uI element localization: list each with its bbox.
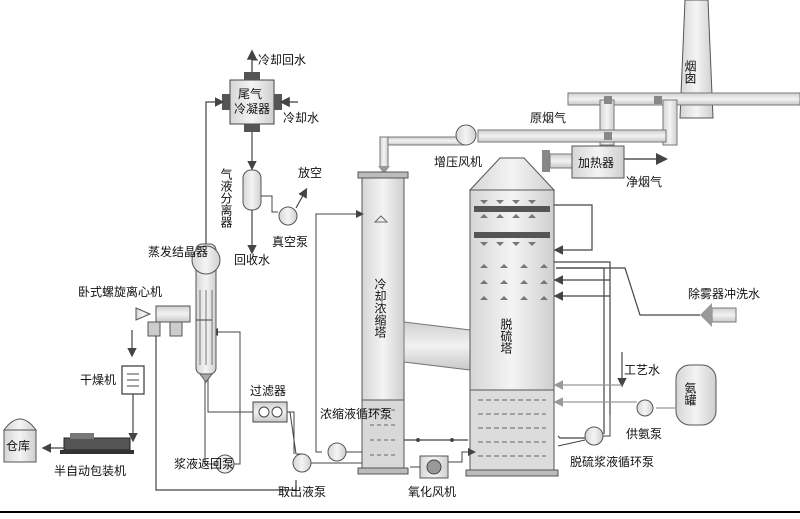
ammonia-tank bbox=[553, 364, 717, 426]
desulf-tower-label: 脱硫塔 bbox=[499, 317, 513, 355]
crystallizer-label: 蒸发结晶器 bbox=[148, 244, 208, 259]
heater bbox=[542, 145, 668, 179]
cooling-tower bbox=[357, 171, 409, 475]
desulf-tower bbox=[465, 157, 559, 477]
oxidation-fan bbox=[410, 448, 476, 479]
packer-label: 半自动包装机 bbox=[54, 464, 126, 478]
cooling-tower-label: 冷却浓缩塔 bbox=[373, 278, 387, 339]
extract-pump bbox=[289, 411, 362, 473]
concentrate-pump-label: 浓缩液循环泵 bbox=[320, 406, 392, 421]
cooling-water-label: 冷却水 bbox=[283, 111, 319, 125]
spray-nozzles bbox=[480, 200, 548, 300]
extract-pump-label: 取出液泵 bbox=[278, 484, 326, 499]
warehouse bbox=[3, 418, 37, 463]
evaporation-crystallizer bbox=[191, 243, 221, 383]
heater-label: 加热器 bbox=[578, 156, 614, 170]
process-water-label: 工艺水 bbox=[624, 363, 660, 377]
centrifuge-label: 卧式螺旋离心机 bbox=[78, 284, 162, 299]
demister-label: 除雾器冲洗水 bbox=[688, 286, 760, 301]
dryer-label: 干燥机 bbox=[80, 373, 116, 387]
tail-gas-condenser bbox=[205, 49, 298, 244]
dryer bbox=[121, 365, 145, 443]
process-water-line bbox=[553, 352, 627, 390]
chimney-label: 烟囱 bbox=[683, 60, 697, 84]
vacuum-pump-label: 真空泵 bbox=[272, 235, 308, 249]
gas-liquid-separator bbox=[242, 169, 278, 255]
warehouse-label: 仓库 bbox=[6, 438, 30, 453]
slurry-return-pump bbox=[204, 328, 241, 474]
ammonia-pump-label: 供氨泵 bbox=[626, 427, 662, 441]
extract-loop-pipe bbox=[155, 336, 297, 491]
desulf-pump-label: 脱硫浆液循环泵 bbox=[570, 454, 654, 469]
filter bbox=[204, 366, 295, 454]
return-pump-label: 浆液返回泵 bbox=[174, 456, 234, 471]
horizontal-centrifuge bbox=[127, 300, 212, 358]
oxidation-fan-label: 氧化风机 bbox=[408, 485, 456, 499]
condenser-label: 尾气冷凝器 bbox=[234, 86, 270, 116]
booster-fan-label: 增压风机 bbox=[434, 155, 482, 169]
chimney bbox=[679, 0, 714, 119]
desulf-recirc-pipes bbox=[553, 204, 611, 439]
raw-gas-label: 原烟气 bbox=[530, 110, 566, 125]
vacuum-pump bbox=[278, 187, 308, 226]
separator-label: 气液分离器 bbox=[219, 167, 233, 229]
clean-gas-label: 净烟气 bbox=[626, 174, 662, 189]
booster-fan bbox=[378, 124, 477, 174]
filter-label: 过滤器 bbox=[250, 384, 286, 398]
desulf-slurry-pump bbox=[557, 415, 611, 447]
demister-wash-inlet bbox=[556, 267, 737, 327]
recovered-water-label: 回收水 bbox=[234, 253, 270, 267]
packaging-machine bbox=[41, 433, 134, 454]
ammonia-tank-label: 氨罐 bbox=[683, 382, 697, 407]
flue-duct bbox=[477, 92, 800, 146]
concentrate-pump bbox=[315, 210, 364, 462]
vent-label: 放空 bbox=[298, 165, 322, 180]
connecting-duct bbox=[403, 321, 471, 371]
cooling-return-label: 冷却回水 bbox=[258, 53, 306, 67]
